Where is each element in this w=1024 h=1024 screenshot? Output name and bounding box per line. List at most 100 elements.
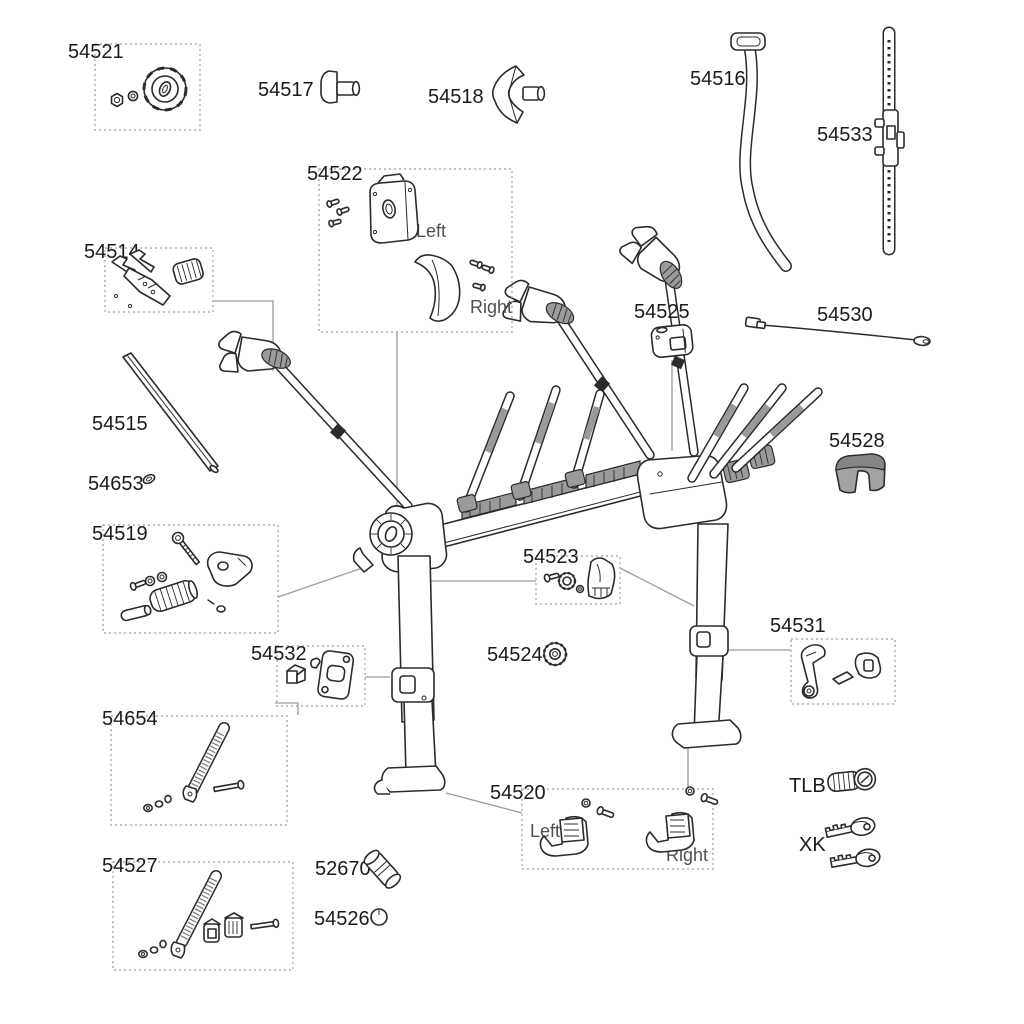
part-54530-label: 54530 xyxy=(817,304,873,326)
part-tlb-drawing xyxy=(827,767,877,793)
part-54519-drawing xyxy=(120,531,253,622)
part-54521-label: 54521 xyxy=(68,41,124,63)
part-54532-drawing xyxy=(286,650,355,700)
part-54526-group: 54526 xyxy=(314,908,388,930)
part-52670-group: 52670 xyxy=(315,849,402,889)
part-54532-box xyxy=(276,645,366,707)
bike-holder-arm xyxy=(510,385,561,501)
tension-knob xyxy=(369,512,413,556)
part-54528-label: 54528 xyxy=(829,430,885,452)
part-54523-label: 54523 xyxy=(523,546,579,568)
part-54528-group: 54528 xyxy=(829,430,886,494)
part-54525-label: 54525 xyxy=(634,301,690,323)
leader-line xyxy=(277,564,372,598)
bike-holder-arm xyxy=(564,389,605,489)
leader-lines xyxy=(213,300,791,814)
crossbar-pads xyxy=(461,460,641,520)
part-54523-drawing xyxy=(543,557,616,600)
part-xk-drawing xyxy=(824,817,881,868)
part-54531-group: 54531 xyxy=(770,615,896,705)
part-54528-drawing xyxy=(835,453,886,494)
right-leg xyxy=(671,523,742,749)
part-52670-label: 52670 xyxy=(315,858,371,880)
part-54515-drawing xyxy=(122,352,219,474)
leader-line xyxy=(445,792,523,814)
part-xk-label: XK xyxy=(799,834,826,856)
part-tlb-group: TLB xyxy=(789,767,877,797)
part-54518-group: 54518 xyxy=(428,65,546,124)
part-54522-right-label: Right xyxy=(470,297,512,317)
leader-line xyxy=(619,567,695,607)
right-hub xyxy=(636,454,728,530)
part-54514-label: 54514 xyxy=(84,241,140,263)
part-54530-drawing xyxy=(744,316,931,347)
part-54518-label: 54518 xyxy=(428,86,484,108)
part-54533-group: 54533 xyxy=(817,26,905,256)
part-54654-group: 54654 xyxy=(102,708,288,826)
part-54524-label: 54524 xyxy=(487,644,543,666)
part-54531-drawing xyxy=(800,644,882,699)
part-54654-box xyxy=(110,715,288,826)
part-54520-label: 54520 xyxy=(490,782,546,804)
part-52670-drawing xyxy=(363,849,402,889)
part-54518-drawing xyxy=(491,65,546,124)
part-54522-drawing xyxy=(326,173,495,322)
part-54520-left-label: Left xyxy=(530,821,560,841)
part-54524-drawing xyxy=(542,641,568,667)
leader-line xyxy=(275,702,299,715)
part-54517-label: 54517 xyxy=(258,79,314,101)
part-54531-box xyxy=(790,638,896,705)
part-54521-group: 54521 xyxy=(68,41,201,131)
part-54522-left-label: Left xyxy=(416,221,446,241)
part-54522-group: 54522 Left Right xyxy=(307,163,513,333)
part-54516-label: 54516 xyxy=(690,68,746,90)
part-54522-label: 54522 xyxy=(307,163,363,185)
part-54653-drawing xyxy=(142,473,156,485)
part-54527-box xyxy=(112,861,294,971)
part-54520-box xyxy=(521,788,714,870)
left-leg xyxy=(373,555,446,795)
hanging-arm xyxy=(500,277,655,460)
part-54526-drawing xyxy=(370,908,388,926)
part-54653-group: 54653 xyxy=(88,473,156,495)
right-holder-arm xyxy=(709,383,787,479)
part-54530-group: 54530 xyxy=(744,304,931,347)
part-54515-label: 54515 xyxy=(92,413,148,435)
part-54516-group: 54516 xyxy=(690,32,792,272)
part-xk-group: XK xyxy=(799,817,881,868)
main-assembly-drawing xyxy=(218,218,823,795)
right-holder-arm xyxy=(731,387,823,473)
part-54525-group: 54525 xyxy=(634,301,694,359)
left-hub xyxy=(352,502,448,573)
part-54520-drawing xyxy=(539,786,719,857)
part-54533-drawing xyxy=(874,26,905,256)
right-holder-arm xyxy=(687,383,749,483)
part-54527-label: 54527 xyxy=(102,855,158,877)
part-54527-group: 54527 xyxy=(102,855,294,971)
part-54654-drawing xyxy=(143,722,245,813)
part-54654-label: 54654 xyxy=(102,708,158,730)
part-54519-box xyxy=(102,524,279,634)
part-54523-box xyxy=(535,555,621,605)
part-tlb-label: TLB xyxy=(789,775,826,797)
part-54526-label: 54526 xyxy=(314,908,370,930)
part-54515-group: 54515 xyxy=(92,352,219,474)
part-54520-group: 54520 Left Right xyxy=(490,782,719,870)
part-54517-drawing xyxy=(320,70,361,104)
part-54521-drawing xyxy=(110,66,188,112)
bike-holder-arm xyxy=(456,391,515,513)
hanging-arm xyxy=(218,330,413,511)
part-54522-box xyxy=(318,168,513,333)
part-54532-label: 54532 xyxy=(251,643,307,665)
part-54514-box xyxy=(104,247,214,313)
part-54525-drawing xyxy=(650,323,694,359)
part-54514-drawing xyxy=(111,249,204,309)
part-54514-group: 54514 xyxy=(84,241,214,313)
part-54533-label: 54533 xyxy=(817,124,873,146)
part-54524-group: 54524 xyxy=(487,641,568,667)
part-54519-group: 54519 xyxy=(92,523,279,634)
part-54653-label: 54653 xyxy=(88,473,144,495)
part-54517-group: 54517 xyxy=(258,70,361,104)
part-54516-drawing xyxy=(730,32,792,272)
